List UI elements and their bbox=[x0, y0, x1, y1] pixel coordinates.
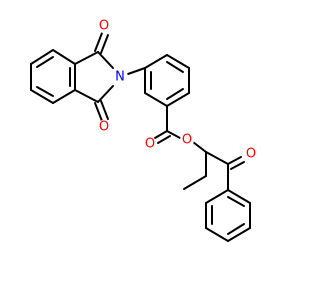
bond bbox=[166, 88, 184, 100]
chemical-structure-diagram: O O N O O O bbox=[30, 19, 258, 242]
bond bbox=[227, 189, 251, 204]
bond bbox=[36, 86, 54, 97]
atom-label: O bbox=[145, 137, 155, 152]
bond bbox=[52, 89, 76, 104]
bond bbox=[227, 156, 242, 165]
bond bbox=[144, 92, 168, 107]
bond bbox=[74, 51, 99, 65]
bond bbox=[166, 130, 181, 139]
atom-oxygen: O bbox=[244, 147, 258, 162]
atom-nitrogen: N bbox=[112, 69, 128, 85]
atom-oxygen: O bbox=[97, 19, 111, 34]
atom-label: N bbox=[115, 70, 125, 85]
bond bbox=[227, 223, 245, 235]
atom-oxygen: O bbox=[180, 133, 194, 148]
bond-lines bbox=[30, 32, 251, 242]
bond bbox=[144, 54, 168, 69]
bond bbox=[205, 189, 229, 204]
bond bbox=[94, 102, 103, 122]
bond bbox=[100, 100, 109, 120]
bond bbox=[30, 89, 54, 104]
atom-label: O bbox=[99, 120, 109, 135]
bond bbox=[36, 56, 54, 68]
bond bbox=[166, 54, 190, 69]
atom-oxygen: O bbox=[97, 120, 111, 135]
atom-oxygen: O bbox=[143, 137, 157, 152]
bond bbox=[205, 227, 229, 242]
bond bbox=[127, 67, 146, 75]
bond bbox=[74, 89, 99, 103]
bond bbox=[166, 92, 190, 107]
atom-label: O bbox=[246, 147, 256, 162]
bond bbox=[100, 34, 109, 54]
bond bbox=[154, 130, 168, 139]
bond bbox=[52, 49, 76, 65]
atom-label: O bbox=[99, 19, 109, 34]
bond bbox=[97, 85, 114, 103]
bond bbox=[230, 161, 245, 170]
bond bbox=[94, 32, 103, 52]
bond bbox=[30, 49, 54, 65]
bond bbox=[227, 227, 251, 242]
bond bbox=[227, 196, 245, 207]
bond bbox=[166, 61, 184, 73]
atom-labels: O O N O O O bbox=[97, 19, 258, 162]
atom-label: O bbox=[182, 133, 192, 148]
bond bbox=[192, 141, 207, 153]
bond bbox=[157, 135, 171, 144]
bond bbox=[205, 151, 229, 165]
bond bbox=[183, 175, 207, 190]
bond bbox=[97, 51, 114, 69]
